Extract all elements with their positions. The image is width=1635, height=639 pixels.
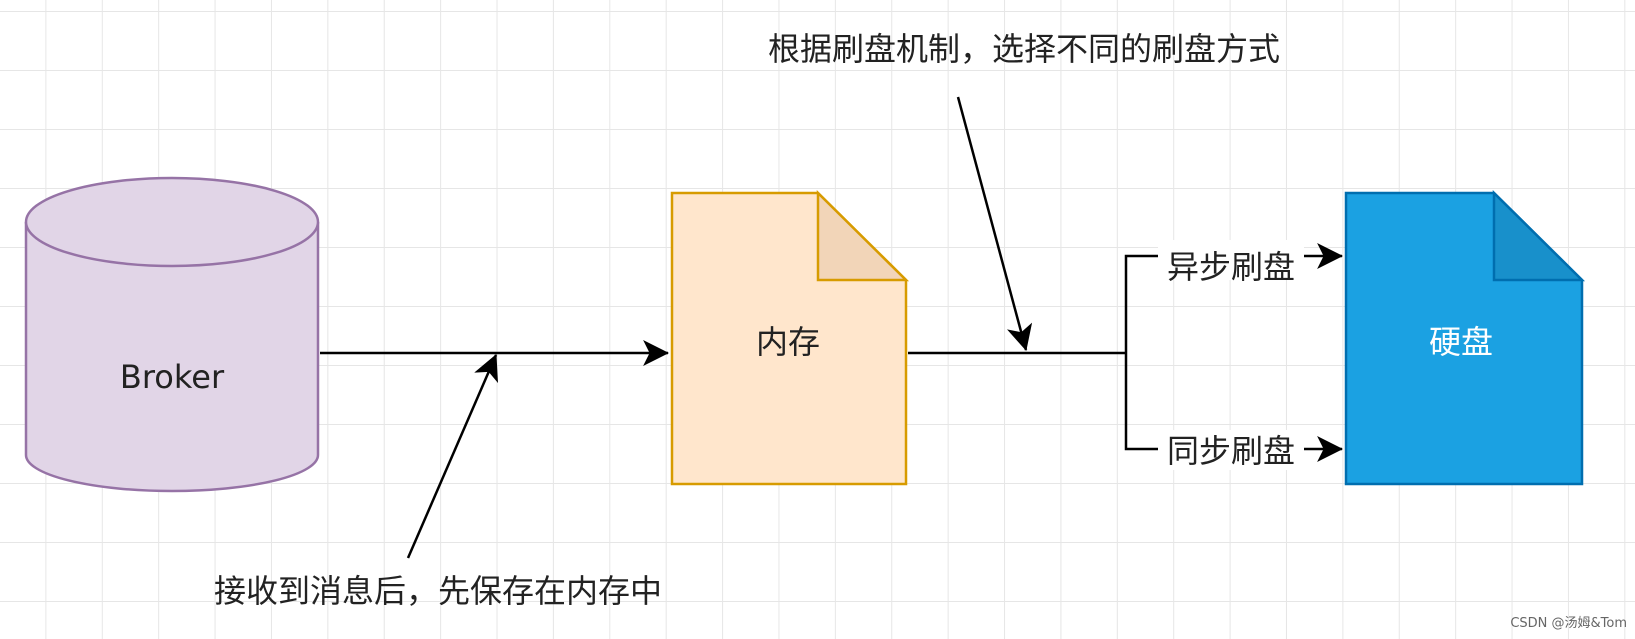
flush-mechanism-pointer <box>956 96 1033 352</box>
broker-node[interactable]: Broker <box>24 176 320 493</box>
async-label-bg <box>1158 240 1304 280</box>
watermark: CSDN @汤姆&Tom <box>1510 616 1627 631</box>
async-flush-label: 异步刷盘 <box>1167 248 1295 286</box>
sync-label-bg <box>1158 430 1304 470</box>
disk-node[interactable]: 硬盘 <box>1344 190 1586 486</box>
save-to-memory-annotation: 接收到消息后，先保存在内存中 <box>214 572 662 610</box>
memory-label: 内存 <box>756 323 820 361</box>
flush-mechanism-annotation: 根据刷盘机制，选择不同的刷盘方式 <box>768 30 1280 68</box>
save-to-memory-pointer <box>406 354 499 559</box>
memory-node[interactable]: 内存 <box>670 190 910 486</box>
broker-label: Broker <box>120 358 225 396</box>
sync-flush-label: 同步刷盘 <box>1167 432 1295 470</box>
disk-label: 硬盘 <box>1429 323 1493 361</box>
